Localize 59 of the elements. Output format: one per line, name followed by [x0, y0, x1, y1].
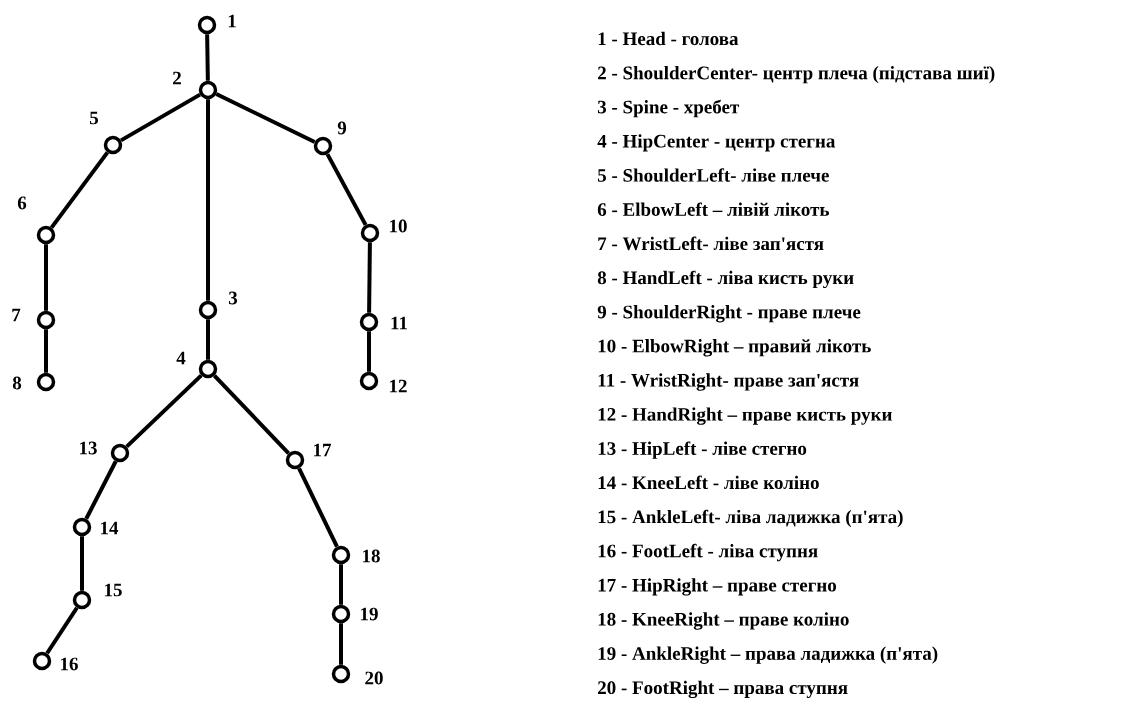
- joint-number: 3: [228, 291, 238, 305]
- joint-number: 1: [228, 14, 236, 28]
- legend-entry: 4 - HipCenter - центр стегна: [597, 134, 836, 152]
- bone-line: [120, 92, 201, 143]
- legend-entry: 7 - WristLeft- ліве зап'ястя: [598, 236, 824, 251]
- joint-number: 16: [61, 657, 78, 671]
- bone-line: [206, 99, 210, 301]
- bone-line: [49, 151, 110, 229]
- legend-entry: 9 - ShoulderRight - праве плече: [597, 305, 861, 323]
- bone-line: [215, 92, 316, 144]
- joint-number: 18: [363, 549, 380, 563]
- legend-entry: 5 - ShoulderLeft- ліве плече: [597, 168, 829, 182]
- legend-entry: 6 - ElbowLeft – лівій лікоть: [597, 202, 829, 216]
- bone-line: [206, 319, 210, 360]
- bone-line: [297, 467, 339, 548]
- legend-entry: 16 - FootLeft - ліва ступня: [598, 543, 818, 562]
- legend-entry: 15 - AnkleLeft- ліва ладижка (п'ята): [598, 509, 903, 528]
- joint-number: 5: [90, 111, 99, 125]
- joint-number: 11: [391, 316, 407, 330]
- bone-line: [205, 34, 210, 81]
- joint-number: 6: [17, 196, 27, 210]
- legend-entry: 8 - HandLeft - ліва кисть руки: [597, 270, 854, 289]
- bone-line: [84, 460, 118, 520]
- bone-line: [325, 153, 368, 226]
- joint-number: 12: [390, 379, 407, 393]
- legend-entry: 14 - KneeLeft - ліве коліно: [598, 475, 819, 490]
- legend-entry: 18 - KneeRight – праве коліно: [598, 612, 849, 630]
- bone-line: [80, 536, 84, 591]
- bone-line: [125, 373, 203, 449]
- legend-entry: 1 - Head - голова: [598, 31, 739, 46]
- legend-entry: 3 - Spine - хребет: [597, 99, 740, 118]
- legend-entry: 17 - HipRight – праве стегно: [598, 578, 837, 596]
- joint-number: 13: [80, 441, 97, 455]
- joint-number: 10: [390, 219, 407, 233]
- legend-entry: 10 - ElbowRight – правий лікоть: [598, 339, 871, 357]
- joint-number: 17: [314, 443, 332, 457]
- joint-number: 15: [105, 583, 122, 597]
- bone-line: [45, 606, 79, 655]
- joint-number: 9: [337, 121, 347, 135]
- legend-entry: 19 - AnkleRight – права ладижка (п'ята): [598, 646, 938, 664]
- bone-line: [367, 242, 372, 313]
- legend-entry: 13 - HipLeft - ліве стегно: [598, 441, 807, 459]
- joint-number: 20: [365, 671, 383, 685]
- joint-number: 4: [176, 351, 186, 365]
- legend-entry: 2 - ShoulderCenter- центр плеча (підстава шиї): [598, 66, 995, 84]
- legend-entry: 20 - FootRight – права ступня: [598, 680, 848, 699]
- joint-number: 7: [12, 308, 21, 322]
- bone-line: [339, 623, 343, 665]
- legend-entry: 12 - HandRight – праве кисть руки: [598, 407, 892, 425]
- joint-number: 2: [173, 71, 181, 85]
- joint-number: 8: [12, 376, 22, 390]
- joint-number: 19: [361, 607, 378, 621]
- joint-number: 14: [101, 521, 119, 535]
- legend-entry: 11 - WristRight- праве зап'ястя: [598, 373, 859, 391]
- bone-line: [44, 329, 48, 373]
- bone-line: [339, 564, 343, 605]
- bone-line: [367, 331, 371, 372]
- bone-line: [212, 374, 291, 455]
- bone-line: [44, 244, 48, 311]
